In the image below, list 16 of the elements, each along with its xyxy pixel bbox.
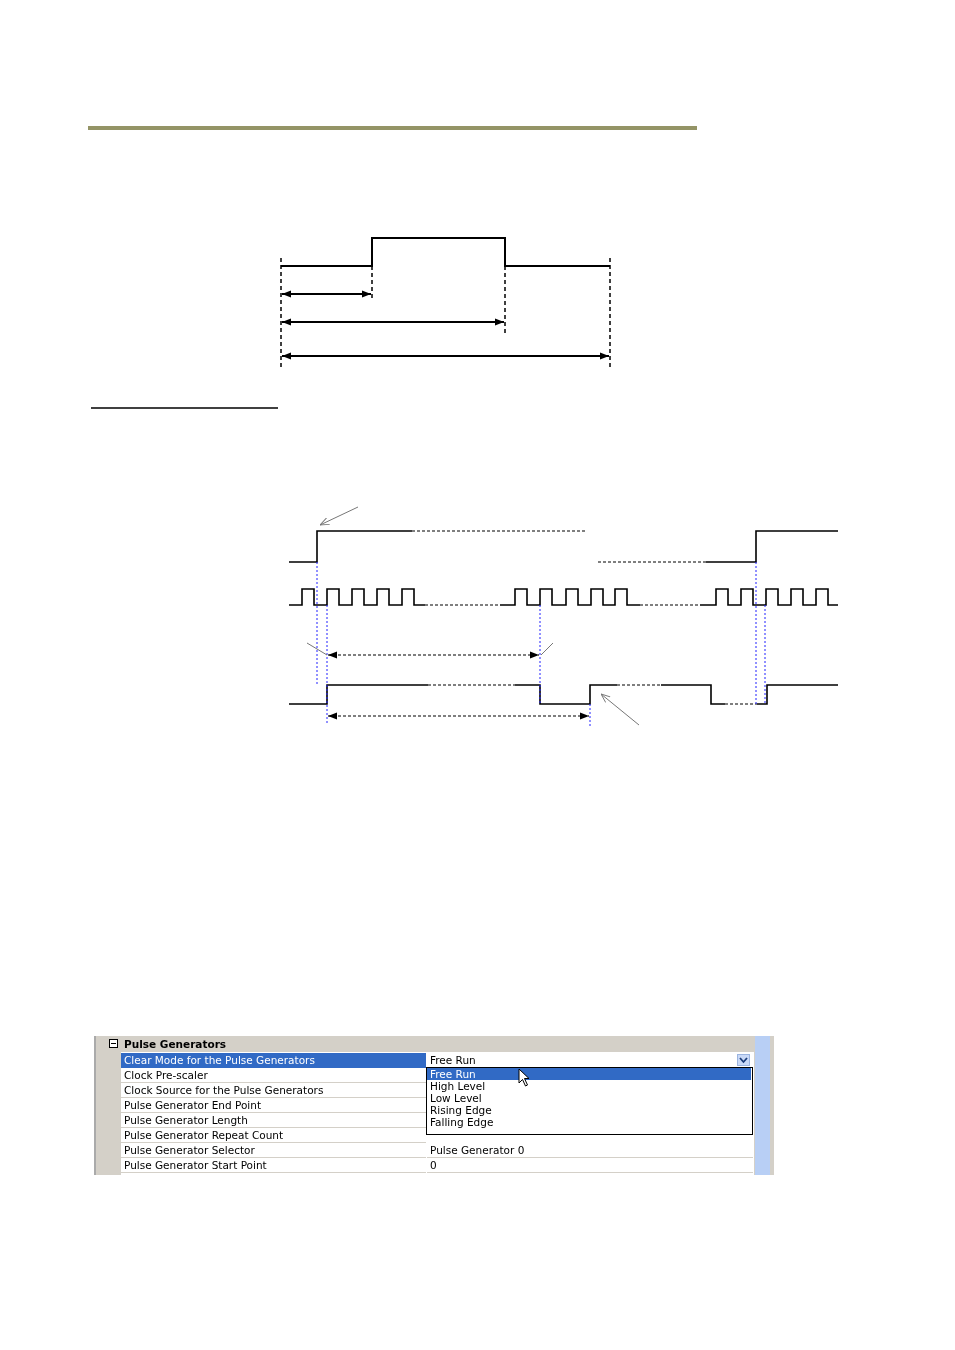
property-name: Clear Mode for the Pulse Generators <box>121 1053 426 1068</box>
dropdown-option: High Level <box>427 1080 751 1092</box>
property-name: Pulse Generator Start Point <box>121 1158 426 1173</box>
property-value: 0 <box>427 1158 753 1173</box>
property-name: Clock Source for the Pulse Generators <box>121 1083 426 1098</box>
dropdown-option: Falling Edge <box>427 1116 751 1128</box>
group-header: Pulse Generators <box>123 1037 228 1052</box>
property-name: Clock Pre-scaler <box>121 1068 426 1083</box>
property-value: Pulse Generator 0 <box>427 1143 753 1158</box>
property-name: Pulse Generator Length <box>121 1113 426 1128</box>
property-name: Pulse Generator Repeat Count <box>121 1128 426 1143</box>
dropdown-option: Free Run <box>427 1068 751 1080</box>
dropdown-option: Rising Edge <box>427 1104 751 1116</box>
dropdown-option: Low Level <box>427 1092 751 1104</box>
property-name: Pulse Generator Selector <box>121 1143 426 1158</box>
property-name: Pulse Generator End Point <box>121 1098 426 1113</box>
